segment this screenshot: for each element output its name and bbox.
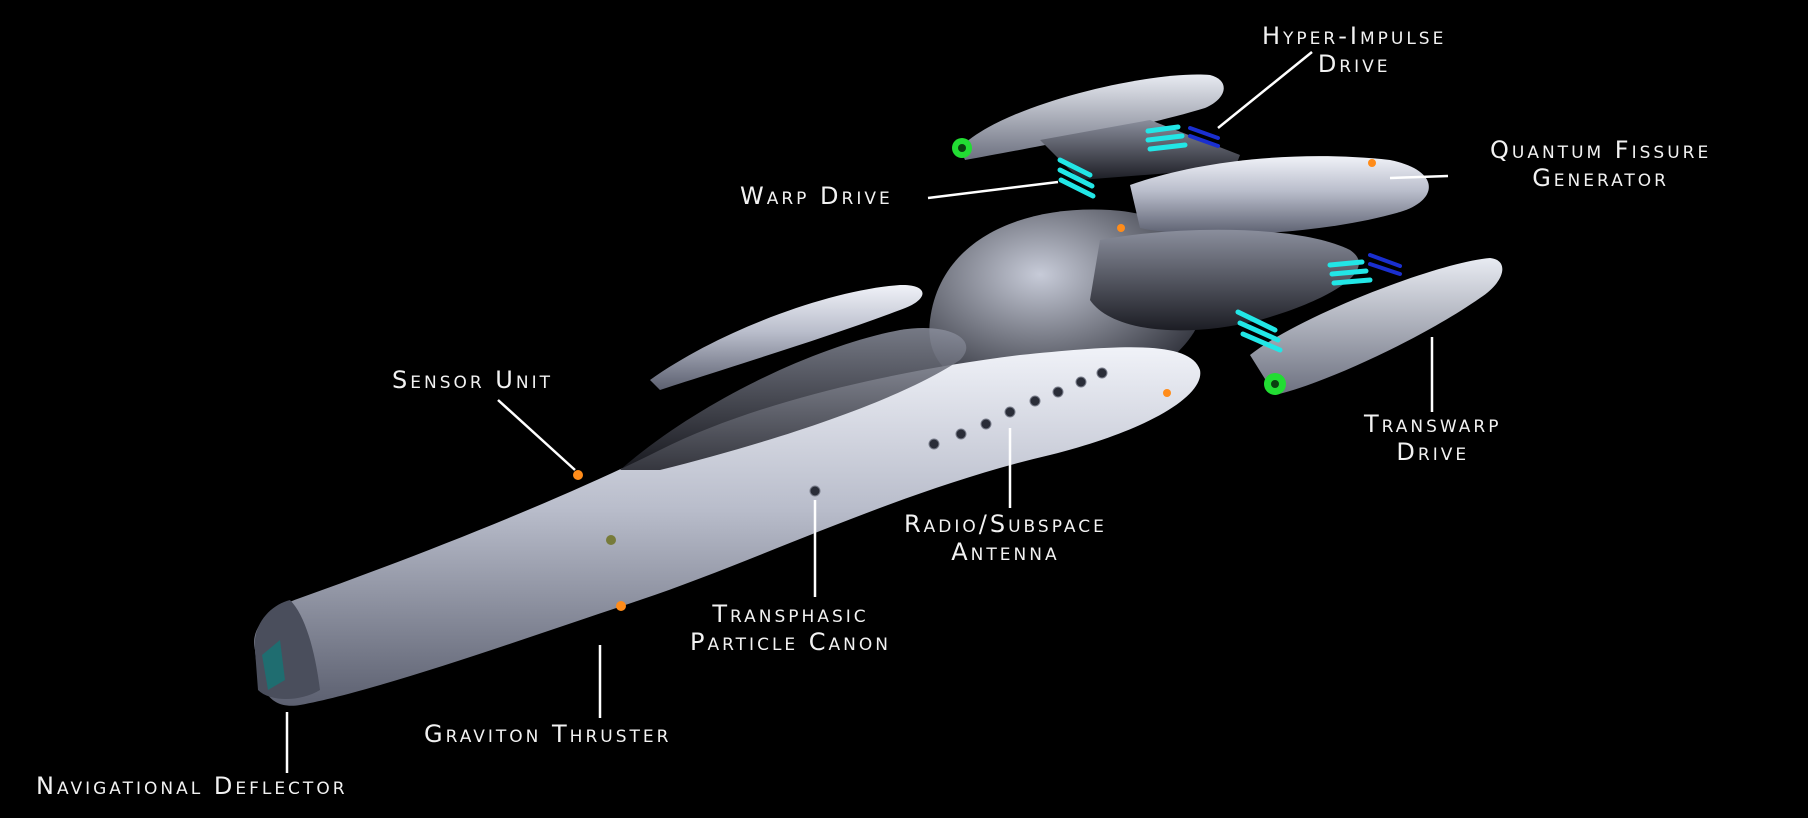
- label-graviton-thruster: Graviton Thruster: [424, 720, 672, 748]
- sensor-lights: [573, 159, 1376, 611]
- label-navigational-deflector: Navigational Deflector: [36, 772, 348, 800]
- portholes: [809, 367, 1108, 497]
- leader-lines: [285, 51, 1449, 773]
- warp-drive-stripes: [1057, 124, 1373, 353]
- label-radio-subspace-antenna: Radio/Subspace Antenna: [904, 510, 1107, 566]
- lower-nacelle: [1250, 258, 1503, 395]
- label-transphasic-particle-canon: Transphasic Particle Canon: [690, 600, 891, 656]
- upper-nacelle: [952, 74, 1240, 180]
- label-quantum-fissure-generator: Quantum Fissure Generator: [1490, 136, 1712, 192]
- impulse-drive-stripes: [1188, 126, 1402, 276]
- label-sensor-unit: Sensor Unit: [392, 366, 553, 394]
- label-transwarp-drive: Transwarp Drive: [1364, 410, 1502, 466]
- deflector-dish-icon: [262, 640, 285, 690]
- label-hyper-impulse-drive: Hyper-Impulse Drive: [1262, 22, 1447, 78]
- graviton-thruster-port-icon: [606, 535, 616, 545]
- label-warp-drive: Warp Drive: [740, 182, 893, 210]
